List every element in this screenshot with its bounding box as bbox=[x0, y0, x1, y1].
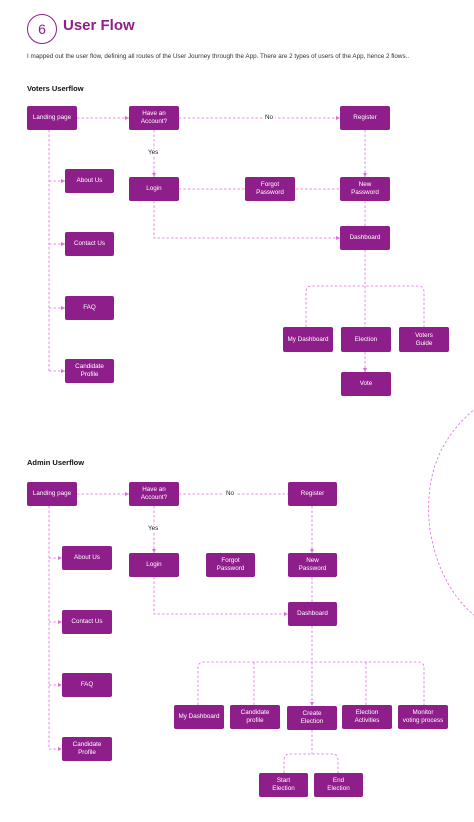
admin-register-node: Register bbox=[288, 482, 337, 506]
admin-dashboard-node: Dashboard bbox=[288, 602, 337, 626]
voters-about-us-node: About Us bbox=[65, 169, 114, 193]
page-title: User Flow bbox=[63, 17, 135, 34]
admin-login-node: Login bbox=[129, 553, 179, 577]
admin-monitor-voting-node: Monitor voting process bbox=[398, 705, 448, 729]
admin-create-election-node: Create Election bbox=[287, 706, 337, 730]
admin-have-account-node: Have an Account? bbox=[129, 482, 179, 506]
admin-flow-title: Admin Userflow bbox=[27, 458, 85, 467]
admin-landing-page-node: Landing page bbox=[27, 482, 77, 506]
voters-register-node: Register bbox=[340, 106, 390, 130]
voters-forgot-password-node: Forgot Password bbox=[245, 177, 295, 201]
voters-no-label: No bbox=[263, 114, 276, 121]
voters-guide-node: Voters Guide bbox=[399, 327, 449, 352]
admin-yes-label: Yes bbox=[146, 525, 161, 532]
voters-dashboard-node: Dashboard bbox=[340, 226, 390, 250]
voters-contact-us-node: Contact Us bbox=[65, 232, 114, 256]
admin-end-election-node: End Election bbox=[314, 773, 363, 797]
voters-landing-page-node: Landing page bbox=[27, 106, 77, 130]
voters-have-account-node: Have an Account? bbox=[129, 106, 179, 130]
section-number-badge: 6 bbox=[27, 14, 57, 44]
section-number: 6 bbox=[38, 21, 46, 37]
admin-start-election-node: Start Election bbox=[259, 773, 308, 797]
intro-text: I mapped out the user flow, defining all… bbox=[27, 53, 410, 60]
voters-faq-node: FAQ bbox=[65, 296, 114, 320]
voters-flow-title: Voters Userflow bbox=[27, 84, 84, 93]
voters-new-password-node: New Password bbox=[340, 177, 390, 201]
admin-new-password-node: New Password bbox=[288, 553, 337, 577]
admin-candidate-profile-node: Candidate Profile bbox=[62, 737, 112, 761]
admin-no-label: No bbox=[224, 490, 237, 497]
admin-faq-node: FAQ bbox=[62, 673, 112, 697]
admin-my-dashboard-node: My Dashboard bbox=[174, 705, 224, 729]
voters-vote-node: Vote bbox=[341, 372, 391, 396]
voters-yes-label: Yes bbox=[146, 149, 161, 156]
voters-login-node: Login bbox=[129, 177, 179, 201]
admin-forgot-password-node: Forgot Password bbox=[206, 553, 255, 577]
admin-contact-us-node: Contact Us bbox=[62, 610, 112, 634]
voters-election-node: Election bbox=[341, 327, 391, 352]
admin-candidate-profile-manage-node: Candidate profile bbox=[230, 705, 280, 729]
admin-election-activities-node: Election Activities bbox=[342, 705, 392, 729]
admin-about-us-node: About Us bbox=[62, 546, 112, 570]
voters-my-dashboard-node: My Dashboard bbox=[283, 327, 333, 352]
voters-candidate-profile-node: Candidate Profile bbox=[65, 359, 114, 383]
